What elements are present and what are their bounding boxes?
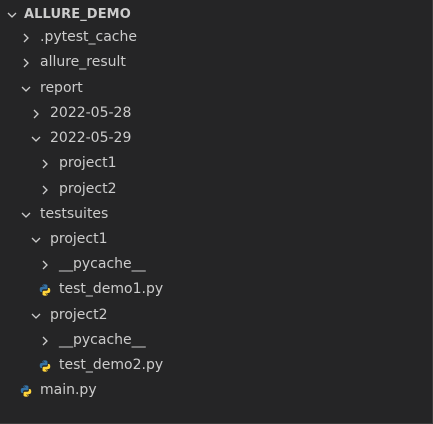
folder-label: 2022-05-29 [50, 130, 132, 146]
chevron-right-icon[interactable] [28, 106, 44, 122]
chevron-down-icon[interactable] [4, 7, 20, 23]
python-file-icon [18, 383, 34, 399]
chevron-right-icon[interactable] [37, 257, 53, 273]
folder-label: allure_result [40, 54, 126, 70]
file-main[interactable]: main.py [0, 378, 432, 403]
chevron-right-icon[interactable] [37, 333, 53, 349]
folder-label: .pytest_cache [40, 29, 137, 45]
folder-label: __pycache__ [59, 332, 146, 348]
folder-label: project1 [50, 231, 108, 247]
folder-project1-pycache[interactable]: __pycache__ [0, 252, 432, 277]
file-label: main.py [40, 382, 97, 398]
chevron-right-icon[interactable] [37, 156, 53, 172]
folder-2022-05-28[interactable]: 2022-05-28 [0, 101, 432, 126]
chevron-down-icon[interactable] [28, 131, 44, 147]
chevron-down-icon[interactable] [18, 207, 34, 223]
chevron-right-icon[interactable] [37, 182, 53, 198]
chevron-down-icon[interactable] [18, 81, 34, 97]
folder-label: testsuites [40, 206, 109, 222]
folder-label: 2022-05-28 [50, 105, 132, 121]
folder-testsuites[interactable]: testsuites [0, 202, 432, 227]
folder-report-project1[interactable]: project1 [0, 151, 432, 176]
chevron-down-icon[interactable] [28, 232, 44, 248]
python-file-icon [37, 358, 53, 374]
file-test-demo2[interactable]: test_demo2.py [0, 353, 432, 378]
folder-report[interactable]: report [0, 76, 432, 101]
chevron-down-icon[interactable] [28, 308, 44, 324]
folder-2022-05-29[interactable]: 2022-05-29 [0, 126, 432, 151]
folder-testsuites-project2[interactable]: project2 [0, 303, 432, 328]
folder-allure-result[interactable]: allure_result [0, 50, 432, 75]
file-label: test_demo2.py [59, 357, 164, 373]
chevron-right-icon[interactable] [18, 55, 34, 71]
file-test-demo1[interactable]: test_demo1.py [0, 277, 432, 302]
folder-testsuites-project1[interactable]: project1 [0, 227, 432, 252]
folder-report-project2[interactable]: project2 [0, 177, 432, 202]
folder-label: __pycache__ [59, 256, 146, 272]
root-folder-label: ALLURE_DEMO [24, 7, 131, 22]
chevron-right-icon[interactable] [18, 30, 34, 46]
python-file-icon [37, 282, 53, 298]
folder-label: project1 [59, 155, 117, 171]
explorer-root-folder[interactable]: ALLURE_DEMO [0, 2, 432, 27]
folder-pytest-cache[interactable]: .pytest_cache [0, 25, 432, 50]
folder-label: project2 [50, 307, 108, 323]
folder-label: report [40, 80, 83, 96]
file-label: test_demo1.py [59, 281, 164, 297]
folder-project2-pycache[interactable]: __pycache__ [0, 328, 432, 353]
folder-label: project2 [59, 181, 117, 197]
